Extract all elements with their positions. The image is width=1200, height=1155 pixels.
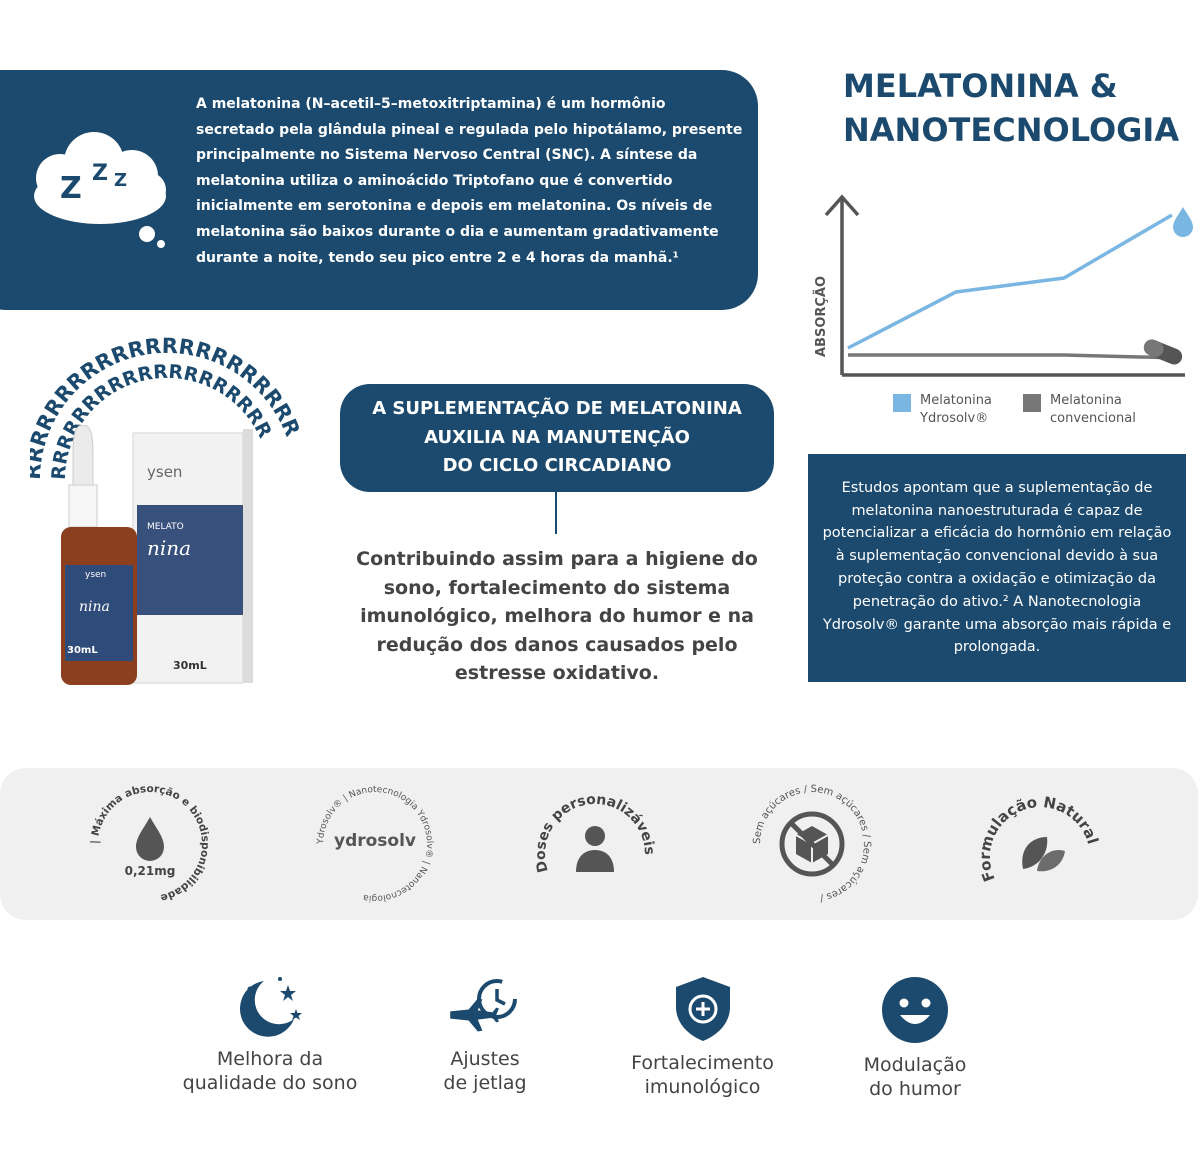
series-line-convencional [848,353,1173,360]
zzz-letter: Z [60,171,82,206]
legend-label: Melatonina Ydrosolv® [920,393,992,426]
product-image: ysen MELATO nina 30mL ysen nina 30mL [61,425,253,685]
badge-max-absorption: | Máxima absorção e biodisponibilidade 0… [85,779,215,909]
product-box: ysen MELATO nina 30mL [132,429,253,684]
legend-item-ydrosolv: Melatonina Ydrosolv® [893,392,992,428]
product-volume: 30mL [173,659,207,672]
legend-swatch [893,394,911,412]
y-axis [824,194,860,375]
bottle-volume: 30mL [67,645,98,656]
title-line-1: MELATONINA & [843,67,1118,105]
badge-dose-text: 0,21mg [125,864,176,878]
shield-plus-icon [675,977,730,1041]
series-line-ydrosolv [847,213,1173,350]
benefit-label: Ajustes de jetlag [443,1048,527,1094]
features-band: | Máxima absorção e biodisponibilidade 0… [0,768,1198,920]
product-name: MELATO [147,522,184,532]
droplet-icon [136,817,164,861]
benefit-label: Fortalecimento imunológico [631,1052,774,1098]
studies-text: Estudos apontam que a suplementação de m… [822,479,1172,656]
supplementation-banner: A SUPLEMENTAÇÃO DE MELATONINA AUXILIA NA… [340,384,774,492]
moon-stars-icon [239,977,302,1037]
benefit-immune: Fortalecimento imunológico [610,975,795,1099]
badge-ydrosolv: Ydrosolv® | Nanotecnologia Ydrosolv® | N… [310,779,440,909]
zzz-cloud-icon: Z Z Z [34,132,166,248]
title-line-2: NANOTECNOLOGIA [843,111,1180,149]
badge-no-sugar: Sem açúcares / Sem açúcares / Sem açúcar… [747,779,877,909]
leaves-icon [1022,837,1065,872]
studies-box: Estudos apontam que a suplementação de m… [808,454,1186,682]
badge-natural-formula: Formulação Natural [975,779,1105,909]
person-icon [576,826,614,872]
supplementation-title: A SUPLEMENTAÇÃO DE MELATONINA AUXILIA NA… [372,398,742,477]
absorption-chart: ABSORÇÃO [813,194,1193,377]
no-sugar-cube-icon [779,811,845,877]
legend-item-convencional: Melatonina convencional [1023,392,1136,428]
legend-label: Melatonina convencional [1050,393,1136,426]
zzz-letter: Z [114,170,127,191]
ydrosolv-logo-icon: ydrosolv [333,831,417,851]
benefit-mood: Modulação do humor [840,975,990,1101]
benefit-label: Modulação do humor [863,1054,967,1100]
melatonin-intro-text: A melatonina (N–acetil–5–metoxitriptamin… [196,96,743,266]
benefits-summary-text: Contribuindo assim para a higiene do son… [356,548,758,685]
droplet-icon [1173,207,1193,237]
page-title: MELATONINA & NANOTECNOLOGIA [843,64,1193,152]
bottle-brand: ysen [85,570,106,580]
product-brand: ysen [147,463,182,481]
capsule-icon [1143,339,1183,365]
smiley-icon [882,977,948,1043]
product-name-script: nina [147,536,191,560]
bottle-name-script: nina [79,599,110,615]
plane-clock-icon [450,979,517,1032]
legend-swatch [1023,394,1041,412]
zzz-letter: Z [92,161,108,186]
benefit-jetlag: Ajustes de jetlag [425,975,545,1095]
product-bottle: ysen nina 30mL [61,425,137,685]
y-axis-label: ABSORÇÃO [813,276,829,357]
benefit-label: Melhora da qualidade do sono [182,1048,358,1094]
benefit-sleep-quality: Melhora da qualidade do sono [165,975,375,1095]
connector-line [555,492,557,534]
badge-custom-doses: Doses personalizáveis [530,779,660,909]
